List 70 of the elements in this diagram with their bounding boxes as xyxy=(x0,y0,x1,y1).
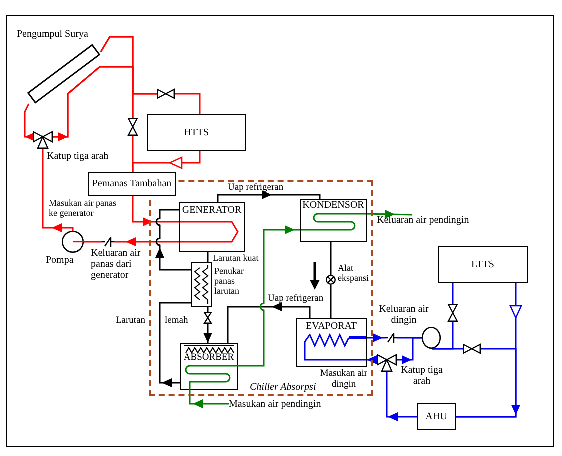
component-label: Pemanas Tambahan xyxy=(92,178,172,190)
flow-arrow xyxy=(217,190,321,202)
component-label: LTTS xyxy=(472,259,494,270)
component-label: Penukar panas larutan xyxy=(214,266,245,296)
flow-arrow xyxy=(189,390,229,408)
valve-label: Alat ekspansi xyxy=(338,263,370,283)
flow-arrow xyxy=(367,334,385,342)
flow-arrow xyxy=(132,196,179,226)
pipe-line xyxy=(207,252,209,262)
flow-label: Larutan kuat xyxy=(213,253,259,263)
flow-label: Uap refrigeran xyxy=(228,183,284,193)
valve-label: Katup tiga arah xyxy=(47,151,109,162)
component-label: HTTS xyxy=(184,127,209,138)
flow-arrow xyxy=(156,209,191,271)
gate-valve-symbol xyxy=(463,344,481,354)
group-label: Chiller Absorpsi xyxy=(250,382,316,393)
pump-symbol xyxy=(422,327,441,349)
component-label: KONDENSOR xyxy=(302,200,364,210)
pipe-line xyxy=(175,93,201,114)
flow-arrow xyxy=(24,104,33,140)
gate-valve-symbol xyxy=(448,304,458,322)
pipe-line xyxy=(330,242,332,275)
flow-label: lemah xyxy=(165,316,188,326)
flow-arrow xyxy=(42,149,74,232)
gate-valve-symbol xyxy=(128,118,138,136)
gate-valve-symbol xyxy=(157,89,175,99)
flow-arrow xyxy=(386,372,417,422)
pipe-line xyxy=(452,283,454,304)
pipe-line xyxy=(84,241,102,243)
flow-label: Masukan air pendingin xyxy=(229,399,322,410)
component-box xyxy=(180,343,238,390)
flow-arrow xyxy=(397,337,422,364)
pipe-line xyxy=(207,307,209,312)
valve-label: Katup tiga arah xyxy=(400,365,444,387)
flow-arrow xyxy=(132,151,201,172)
pipe-line xyxy=(432,348,463,350)
check-valve-symbol xyxy=(385,332,397,344)
flow-label: Masukan air panas ke generator xyxy=(49,198,118,218)
component-box xyxy=(147,114,246,151)
component-box xyxy=(88,172,176,196)
flow-arrow xyxy=(366,210,412,219)
flow-arrow xyxy=(238,226,300,367)
component-label: EVAPORAT xyxy=(306,320,357,332)
pipe-line xyxy=(330,285,332,318)
pipe-line xyxy=(132,136,134,172)
component-label: AHU xyxy=(426,411,448,422)
flow-arrow xyxy=(53,66,134,142)
flow-label: Keluaran air panas dari generator xyxy=(91,248,142,281)
flow-arrow xyxy=(367,356,377,364)
flow-label: Keluaran air dingin xyxy=(378,304,430,326)
flow-label: Keluaran air pendingin xyxy=(377,215,470,226)
flow-label: Larutan xyxy=(116,316,146,326)
flow-arrow xyxy=(159,302,191,388)
flow-label: Uap refrigeran xyxy=(268,294,324,304)
component-box xyxy=(296,318,367,367)
flow-arrow xyxy=(204,324,212,343)
flow-arrow xyxy=(114,238,179,246)
component-label: GENERATOR xyxy=(182,204,242,216)
component-box xyxy=(438,246,528,283)
check-valve-symbol xyxy=(102,236,114,248)
component-label: Pengumpul Surya xyxy=(17,29,88,40)
component-box xyxy=(179,202,245,252)
component-label: ABSORBER xyxy=(184,352,234,363)
flow-label: Masukan air dingin xyxy=(319,369,369,390)
pump-label: Pompa xyxy=(46,255,74,266)
flow-arrow xyxy=(227,302,311,343)
gate-valve-symbol xyxy=(204,312,212,324)
component-box xyxy=(300,199,367,242)
flow-arrow xyxy=(456,283,520,418)
component-box xyxy=(417,403,456,430)
